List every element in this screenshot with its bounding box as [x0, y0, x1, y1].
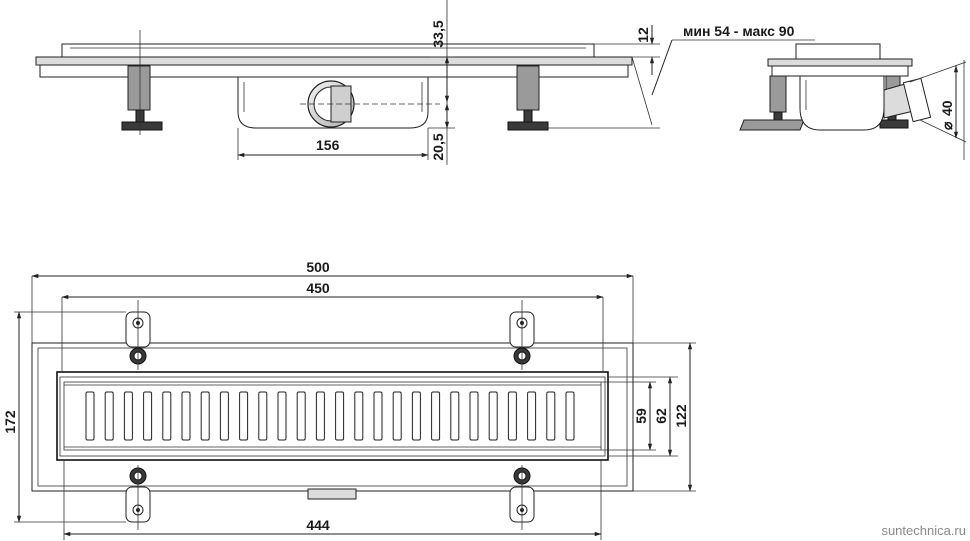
dim-40: 40	[939, 100, 955, 116]
grate-slot	[315, 391, 325, 441]
side-view: 156 33,5 20,5 12 мин 54 - макс 90	[35, 0, 815, 165]
grate-slot	[469, 391, 479, 441]
grate-slot	[200, 391, 210, 441]
grate-slot	[431, 391, 441, 441]
side-top-grate	[61, 43, 595, 58]
grate-slot	[239, 391, 249, 441]
grate-slot	[162, 391, 172, 441]
side-left-foot	[121, 30, 163, 135]
dim-122: 122	[673, 404, 689, 428]
frame-inner	[37, 347, 628, 487]
mount-tab-bl	[125, 465, 151, 530]
dim-min-max: мин 54 - макс 90	[683, 23, 795, 39]
grate-slot	[277, 391, 287, 441]
grate-slot	[181, 391, 191, 441]
dim-500: 500	[306, 259, 330, 275]
grate-slot	[143, 391, 153, 441]
top-view: 500 450 444 172 59 62 122	[2, 259, 696, 540]
end-view: 40 ⌀	[739, 43, 967, 160]
grate-slot	[85, 391, 95, 441]
dim-156: 156	[316, 137, 340, 153]
side-right-foot	[507, 65, 549, 131]
grate-slot	[565, 391, 575, 441]
outlet-stub	[307, 488, 357, 500]
grate-slot	[527, 391, 537, 441]
grate-slot	[507, 391, 517, 441]
dim-33-5: 33,5	[430, 20, 446, 47]
dim-444: 444	[306, 517, 330, 533]
grate-slot	[335, 391, 345, 441]
mount-tab-br	[509, 465, 535, 530]
dim-12: 12	[635, 27, 651, 43]
grate-slots	[85, 391, 575, 441]
dim-450: 450	[306, 280, 330, 296]
channel-outer	[56, 371, 609, 461]
grate-slot	[392, 391, 402, 441]
grate-slot	[123, 391, 133, 441]
grate-slot	[296, 391, 306, 441]
grate-slot	[488, 391, 498, 441]
grate-slot	[104, 391, 114, 441]
mount-tab-tl	[125, 300, 151, 370]
grate-slot	[258, 391, 268, 441]
grate-slot	[354, 391, 364, 441]
side-top-plate	[35, 56, 633, 66]
grate-slot	[219, 391, 229, 441]
grate-slot	[373, 391, 383, 441]
dim-62: 62	[653, 408, 669, 424]
diameter-symbol: ⌀	[939, 121, 955, 130]
dim-59: 59	[633, 408, 649, 424]
dim-172: 172	[2, 410, 18, 434]
grate-slot	[546, 391, 556, 441]
mount-tab-tr	[509, 300, 535, 370]
dim-20-5: 20,5	[430, 133, 446, 160]
frame-outer	[31, 342, 634, 492]
grate-slot	[411, 391, 421, 441]
grate-slot	[450, 391, 460, 441]
watermark: suntechnica.ru	[881, 523, 966, 538]
